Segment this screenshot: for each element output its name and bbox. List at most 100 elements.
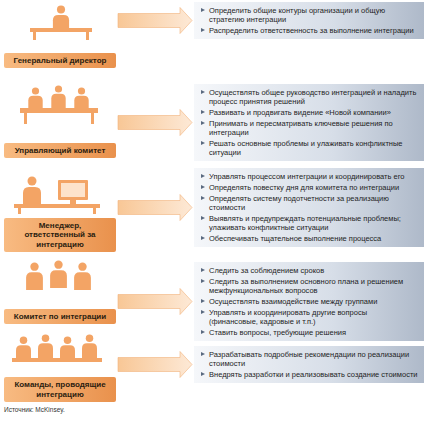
bullet-marker bbox=[201, 372, 205, 376]
block-arrow bbox=[118, 110, 192, 136]
duty-text: Осуществлять взаимодействие между группа… bbox=[209, 297, 418, 306]
block-arrow bbox=[118, 195, 192, 221]
bullet-marker bbox=[201, 196, 205, 200]
duty-item: Следить за соблюдением сроков bbox=[209, 266, 418, 275]
table-leg bbox=[24, 113, 27, 124]
duty-text: Распределить ответственность за выполнен… bbox=[209, 26, 418, 35]
teams-figure bbox=[12, 334, 102, 362]
duty-text: Определять систему подотчетности за реал… bbox=[209, 194, 418, 212]
person-silhouette bbox=[16, 336, 31, 361]
role-label-box: Команды, проводящие интеграцию bbox=[4, 377, 116, 402]
role-name: Менеджер, ответственный за интеграцию bbox=[8, 221, 112, 250]
monitor-stand bbox=[70, 200, 76, 204]
table-leg bbox=[91, 113, 94, 124]
duty-text: Выявлять и предупреждать потенциальные п… bbox=[209, 214, 418, 232]
duty-text: Разрабатывать подробные рекомендации по … bbox=[209, 350, 418, 368]
role-name: Комитет по интеграции bbox=[8, 312, 112, 322]
duty-item: Осуществлять общее руководство интеграци… bbox=[209, 88, 418, 106]
duty-text: Ставить вопросы, требующие решения bbox=[209, 328, 418, 337]
person-silhouette bbox=[60, 336, 75, 361]
person-silhouette bbox=[51, 85, 65, 109]
bullet-marker bbox=[201, 216, 205, 220]
bullet-marker bbox=[201, 268, 205, 272]
desk-leg bbox=[86, 32, 89, 40]
bullet-marker bbox=[201, 174, 205, 178]
block-arrow bbox=[118, 289, 192, 315]
role-box: Комитет по интеграции bbox=[4, 258, 116, 324]
duty-text: Определять повестку дня для комитета по … bbox=[209, 183, 418, 192]
monitor bbox=[58, 180, 88, 200]
role-box: Команды, проводящие интеграцию bbox=[4, 332, 116, 402]
duty-text: Осуществлять общее руководство интеграци… bbox=[209, 88, 418, 106]
person-silhouette bbox=[23, 177, 41, 207]
committee-figure bbox=[20, 85, 98, 124]
desk-leg bbox=[93, 208, 96, 214]
block-arrow bbox=[118, 8, 192, 34]
duty-text: Следить за выполнением основного плана и… bbox=[209, 277, 418, 295]
bullet-marker bbox=[201, 330, 205, 334]
duty-item: Управлять процессом интеграции и координ… bbox=[209, 172, 418, 181]
role-label-box: Комитет по интеграции bbox=[4, 309, 116, 325]
duty-text: Решать основные проблемы и улаживать кон… bbox=[209, 139, 418, 157]
person-silhouette bbox=[26, 262, 43, 290]
bullet-marker bbox=[201, 8, 205, 12]
source-note: Источник: McKinsey. bbox=[4, 406, 65, 414]
role-name: Команды, проводящие интеграцию bbox=[8, 380, 112, 399]
bullet-marker bbox=[201, 279, 205, 283]
duty-item: Разрабатывать подробные рекомендации по … bbox=[209, 350, 418, 368]
duty-item: Решать основные проблемы и улаживать кон… bbox=[209, 139, 418, 157]
duty-text: Развивать и продвигать видение «Новой ко… bbox=[209, 108, 418, 117]
person-silhouette bbox=[74, 262, 91, 290]
role-box: Генеральный директор bbox=[4, 2, 116, 68]
monitor-screen bbox=[61, 183, 85, 197]
person-silhouette bbox=[28, 87, 42, 111]
duty-panel: Управлять процессом интеграции и координ… bbox=[194, 168, 424, 247]
duty-panel: Осуществлять общее руководство интеграци… bbox=[194, 84, 424, 161]
bullet-marker bbox=[201, 352, 205, 356]
person-silhouette bbox=[82, 334, 97, 359]
role-box: Управляющий комитет bbox=[4, 84, 116, 158]
duty-item: Определять систему подотчетности за реал… bbox=[209, 194, 418, 212]
person-silhouette bbox=[50, 260, 67, 288]
duty-text: Внедрять разработки и реализовывать созд… bbox=[209, 370, 418, 379]
manager-figure bbox=[14, 177, 100, 215]
director-figure bbox=[30, 5, 92, 40]
duty-item: Обеспечивать тщательное выполнение проце… bbox=[209, 234, 418, 243]
duty-item: Распределить ответственность за выполнен… bbox=[209, 26, 418, 35]
bullet-marker bbox=[201, 310, 205, 314]
duty-text: Принимать и пересматривать ключевые реше… bbox=[209, 119, 418, 137]
role-name: Генеральный директор bbox=[8, 56, 112, 66]
table bbox=[12, 358, 102, 362]
duty-item: Принимать и пересматривать ключевые реше… bbox=[209, 119, 418, 137]
duty-item: Управлять и координировать другие вопрос… bbox=[209, 308, 418, 326]
bullet-marker bbox=[201, 236, 205, 240]
role-label-box: Менеджер, ответственный за интеграцию bbox=[4, 218, 116, 253]
duty-item: Осуществлять взаимодействие между группа… bbox=[209, 297, 418, 306]
person-silhouette bbox=[38, 334, 53, 359]
duty-item: Определять повестку дня для комитета по … bbox=[209, 183, 418, 192]
table bbox=[20, 108, 98, 113]
duty-item: Выявлять и предупреждать потенциальные п… bbox=[209, 214, 418, 232]
duty-panel: Определить общие контуры организации и о… bbox=[194, 2, 424, 39]
duty-panel: Разрабатывать подробные рекомендации по … bbox=[194, 346, 424, 383]
block-arrow bbox=[118, 352, 192, 378]
bullet-marker bbox=[201, 28, 205, 32]
role-label-box: Генеральный директор bbox=[4, 53, 116, 69]
duty-text: Следить за соблюдением сроков bbox=[209, 266, 418, 275]
duty-text: Определить общие контуры организации и о… bbox=[209, 6, 418, 24]
duty-text: Обеспечивать тщательное выполнение проце… bbox=[209, 234, 418, 243]
bullet-marker bbox=[201, 90, 205, 94]
desk bbox=[14, 204, 100, 208]
bullet-marker bbox=[201, 121, 205, 125]
duty-item: Развивать и продвигать видение «Новой ко… bbox=[209, 108, 418, 117]
duty-item: Внедрять разработки и реализовывать созд… bbox=[209, 370, 418, 379]
integration-committee-figure bbox=[26, 260, 91, 290]
duty-item: Следить за выполнением основного плана и… bbox=[209, 277, 418, 295]
bullet-marker bbox=[201, 299, 205, 303]
duty-text: Управлять и координировать другие вопрос… bbox=[209, 308, 418, 326]
bullet-marker bbox=[201, 110, 205, 114]
person-silhouette bbox=[74, 87, 88, 111]
role-name: Управляющий комитет bbox=[8, 146, 112, 156]
role-box: Менеджер, ответственный за интеграцию bbox=[4, 166, 116, 252]
